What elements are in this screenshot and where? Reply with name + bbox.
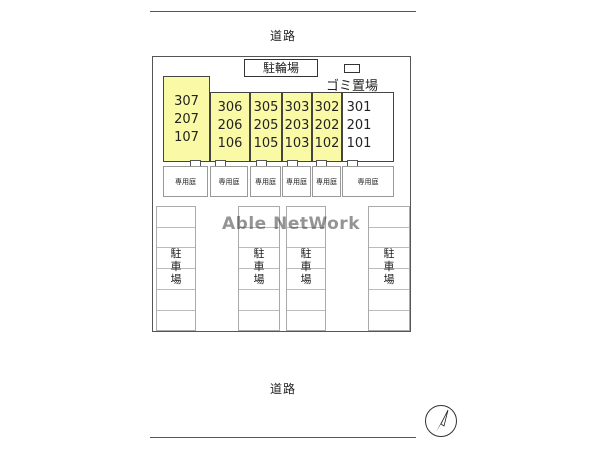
unit-105: 105 (253, 136, 279, 151)
unit-305: 305 (253, 100, 279, 115)
unit-106: 106 (217, 136, 243, 151)
unit-column-2: 306 206 106 (210, 92, 250, 162)
top-road-line (150, 11, 416, 12)
unit-column-1: 307 207 107 (163, 76, 210, 162)
parking-lot-3 (286, 206, 326, 331)
property-boundary-bottom (152, 331, 411, 332)
unit-column-4: 303 203 103 (282, 92, 312, 162)
unit-107: 107 (174, 130, 199, 145)
unit-206: 206 (217, 118, 243, 133)
unit-column-5: 302 202 102 (312, 92, 342, 162)
private-yard-107: 専用庭 (163, 166, 208, 197)
private-yard-102: 専用庭 (312, 166, 341, 197)
parking-label-3: 駐車場 (300, 247, 312, 286)
property-boundary-right (410, 56, 411, 332)
private-yard-105: 専用庭 (250, 166, 281, 197)
unit-307: 307 (174, 94, 199, 109)
north-arrow-icon (424, 404, 458, 438)
private-yard-101: 専用庭 (342, 166, 394, 197)
trash-box-icon (344, 64, 360, 73)
top-road-label: 道路 (270, 29, 297, 43)
unit-202: 202 (314, 118, 340, 133)
parking-lot-1 (156, 206, 196, 331)
property-boundary-top (152, 56, 411, 57)
parking-label-2: 駐車場 (253, 247, 265, 286)
watermark: Able NetWork (222, 214, 360, 234)
unit-201: 201 (346, 118, 372, 133)
trash-area-label: ゴミ置場 (326, 79, 379, 94)
unit-102: 102 (314, 136, 340, 151)
unit-column-3: 305 205 105 (250, 92, 282, 162)
bottom-road-label: 道路 (270, 382, 297, 396)
bottom-road-line (150, 437, 416, 438)
unit-207: 207 (174, 112, 199, 127)
unit-301: 301 (346, 100, 372, 115)
parking-lot-4 (368, 206, 410, 331)
unit-302: 302 (314, 100, 340, 115)
bicycle-parking: 駐輪場 (244, 59, 318, 77)
unit-101: 101 (346, 136, 372, 151)
private-yard-103: 専用庭 (282, 166, 311, 197)
property-boundary-left (152, 56, 153, 332)
parking-label-4: 駐車場 (383, 247, 395, 286)
unit-303: 303 (284, 100, 310, 115)
parking-lot-2 (238, 206, 280, 331)
unit-306: 306 (217, 100, 243, 115)
private-yard-106: 専用庭 (210, 166, 248, 197)
parking-label-1: 駐車場 (170, 247, 182, 286)
unit-column-6: 301 201 101 (342, 92, 394, 162)
unit-203: 203 (284, 118, 310, 133)
unit-205: 205 (253, 118, 279, 133)
unit-103: 103 (284, 136, 310, 151)
